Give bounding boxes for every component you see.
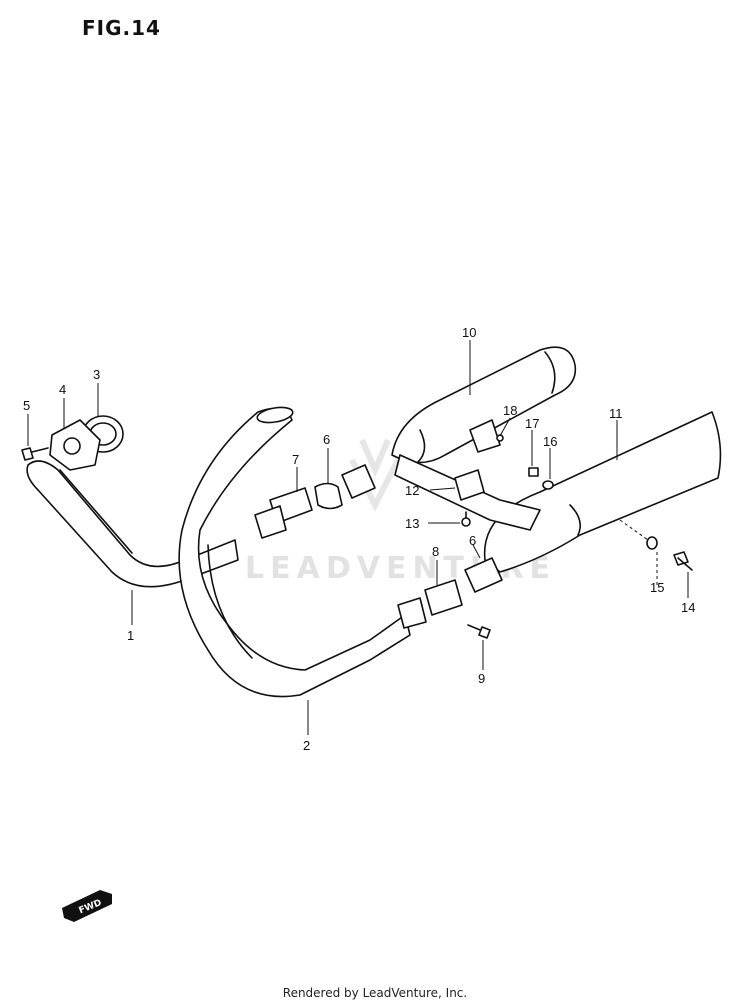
callout-16: 16 bbox=[543, 434, 557, 449]
clamp-7 bbox=[254, 487, 313, 539]
footer-credit: Rendered by LeadVenture, Inc. bbox=[282, 986, 468, 1000]
callout-17: 17 bbox=[525, 416, 539, 431]
sleeve-6-lower bbox=[464, 557, 503, 593]
callout-11: 11 bbox=[609, 406, 623, 421]
callout-2: 2 bbox=[303, 738, 310, 753]
flange-4 bbox=[49, 419, 101, 471]
figure-title: FIG.14 bbox=[82, 16, 161, 40]
fwd-arrow-icon: FWD bbox=[62, 890, 112, 922]
exhaust-pipe-1 bbox=[26, 460, 239, 588]
muffler-10 bbox=[391, 346, 577, 464]
callout-1: 1 bbox=[127, 628, 134, 643]
clamp-8 bbox=[397, 579, 463, 629]
callout-4: 4 bbox=[59, 382, 66, 397]
callout-12: 12 bbox=[405, 483, 419, 498]
exhaust-pipe-2 bbox=[178, 406, 411, 698]
bolt-9 bbox=[467, 624, 491, 639]
leader-lines bbox=[27, 340, 689, 735]
bolt-5 bbox=[21, 447, 49, 461]
callout-5: 5 bbox=[23, 398, 30, 413]
washer-15 bbox=[646, 536, 658, 550]
callout-6a: 6 bbox=[323, 432, 330, 447]
washer-16 bbox=[542, 480, 554, 490]
callout-14: 14 bbox=[681, 600, 695, 615]
bolt-14 bbox=[673, 551, 693, 571]
callout-10: 10 bbox=[462, 325, 476, 340]
clamp-12 bbox=[454, 469, 485, 501]
callout-13: 13 bbox=[405, 516, 419, 531]
bracket-18 bbox=[469, 419, 504, 453]
muffler-11 bbox=[483, 411, 722, 573]
bolt-13 bbox=[461, 511, 471, 527]
callout-18: 18 bbox=[503, 403, 517, 418]
callout-6b: 6 bbox=[469, 533, 476, 548]
callout-7: 7 bbox=[292, 452, 299, 467]
callout-9: 9 bbox=[478, 671, 485, 686]
nut-17 bbox=[528, 467, 539, 477]
callout-15: 15 bbox=[650, 580, 664, 595]
callout-3: 3 bbox=[93, 367, 100, 382]
sleeve-6-upper bbox=[314, 464, 376, 510]
callouts: 1 2 3 4 5 6 6 7 8 9 10 11 12 13 14 15 16… bbox=[23, 325, 695, 753]
callout-8: 8 bbox=[432, 544, 439, 559]
